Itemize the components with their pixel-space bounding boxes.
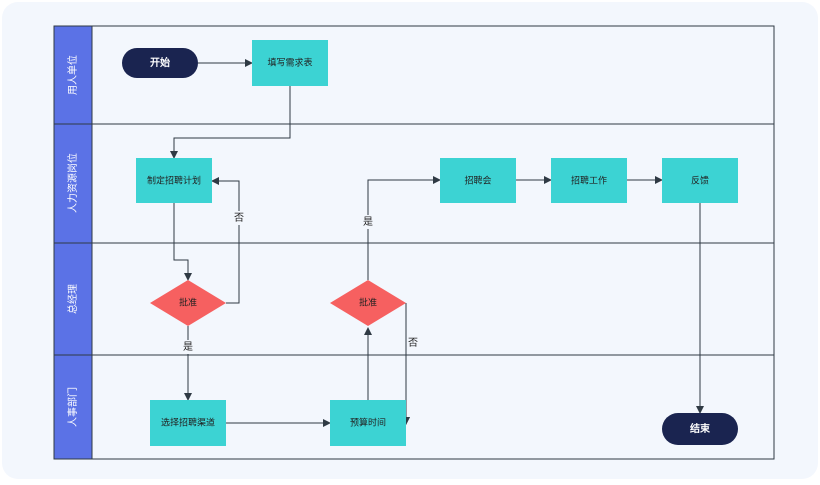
process-fill-form xyxy=(252,40,328,86)
process-recruit-work-label: 招聘工作 xyxy=(571,175,607,187)
decision-approve-1 xyxy=(150,280,226,326)
process-select-channel-label: 选择招聘渠道 xyxy=(161,417,215,429)
process-job-fair xyxy=(440,158,516,203)
edge-label-no1: 否 xyxy=(234,212,244,224)
lane-label-4: 人事部门 xyxy=(66,387,79,427)
process-select-channel xyxy=(150,400,226,446)
decision-approve-1-label: 批准 xyxy=(179,297,197,309)
edge-label-yes1-bg xyxy=(181,340,195,354)
edge-label-yes1: 是 xyxy=(183,341,193,353)
lane-label-2: 人力资源岗位 xyxy=(66,153,79,213)
lane-label-1: 用人单位 xyxy=(66,55,79,95)
lane-header-3 xyxy=(54,243,92,355)
process-budget-time-label: 预算时间 xyxy=(350,417,386,429)
lane-header-1 xyxy=(54,26,92,124)
decision-approve-2-label: 批准 xyxy=(359,297,377,309)
edge-label-no1-bg xyxy=(232,211,246,225)
lane-label-3: 总经理 xyxy=(66,284,79,314)
start-label: 开始 xyxy=(150,56,170,69)
edge-approve2-yes xyxy=(367,176,441,280)
process-feedback xyxy=(662,158,738,203)
process-recruit-work xyxy=(551,158,627,203)
end-label: 结束 xyxy=(690,422,711,435)
process-feedback-label: 反馈 xyxy=(691,175,709,187)
end-terminal xyxy=(662,413,738,445)
edge-label-yes2-bg xyxy=(361,215,375,229)
decision-approve-2 xyxy=(330,280,406,326)
process-fill-form-label: 填写需求表 xyxy=(267,57,312,69)
process-budget-time xyxy=(330,400,406,446)
edge-plan-approve1 xyxy=(173,203,192,281)
start-terminal xyxy=(122,48,198,78)
edge-fill-plan xyxy=(170,86,291,159)
lane-grid xyxy=(53,25,775,460)
connectors xyxy=(170,59,704,427)
process-job-fair-label: 招聘会 xyxy=(464,175,491,187)
edge-approve1-no xyxy=(211,177,240,304)
edge-label-no2: 否 xyxy=(408,337,418,349)
edge-label-yes2: 是 xyxy=(363,216,373,228)
lane-header-2 xyxy=(54,124,92,243)
process-make-plan xyxy=(136,158,212,203)
process-make-plan-label: 制定招聘计划 xyxy=(147,175,201,187)
lane-header-4 xyxy=(54,355,92,459)
panel-background xyxy=(2,2,818,479)
